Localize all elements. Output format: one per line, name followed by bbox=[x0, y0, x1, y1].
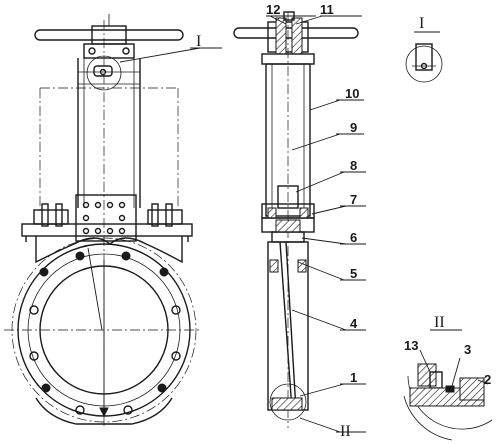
detail-two-label-side: II bbox=[340, 423, 351, 440]
callout-3: 3 bbox=[464, 342, 471, 357]
detail-two-marker-circle bbox=[269, 383, 307, 421]
leader-lines bbox=[266, 15, 366, 433]
front-flange-bolts bbox=[29, 251, 181, 415]
callout-1: 1 bbox=[350, 370, 357, 385]
side-handwheel bbox=[233, 11, 359, 55]
callout-13: 13 bbox=[404, 338, 418, 353]
callout-5: 5 bbox=[350, 266, 357, 281]
detail-one-title: I bbox=[419, 15, 424, 32]
callout-4: 4 bbox=[350, 316, 358, 331]
side-gate bbox=[267, 241, 309, 411]
detail-two-view bbox=[403, 349, 493, 441]
side-view bbox=[233, 11, 359, 428]
side-bonnet bbox=[261, 203, 315, 243]
callout-2: 2 bbox=[484, 372, 491, 387]
stem-nut bbox=[277, 185, 299, 209]
front-handwheel bbox=[34, 14, 184, 45]
callout-9: 9 bbox=[350, 120, 357, 135]
front-bracket bbox=[75, 194, 137, 242]
callout-6: 6 bbox=[350, 230, 357, 245]
front-yoke bbox=[77, 58, 141, 208]
detail-one-view bbox=[405, 43, 443, 83]
callout-12: 12 bbox=[266, 2, 280, 17]
detail-two-title: II bbox=[434, 314, 445, 331]
detail-one-label-front: I bbox=[196, 33, 201, 50]
callout-7: 7 bbox=[350, 192, 357, 207]
front-top-flange bbox=[83, 43, 135, 59]
callout-11: 11 bbox=[320, 2, 334, 17]
front-body-flange bbox=[21, 203, 193, 242]
front-phantom-outline bbox=[39, 87, 179, 210]
front-view bbox=[4, 14, 222, 428]
callout-10: 10 bbox=[345, 86, 359, 101]
callout-8: 8 bbox=[350, 158, 357, 173]
